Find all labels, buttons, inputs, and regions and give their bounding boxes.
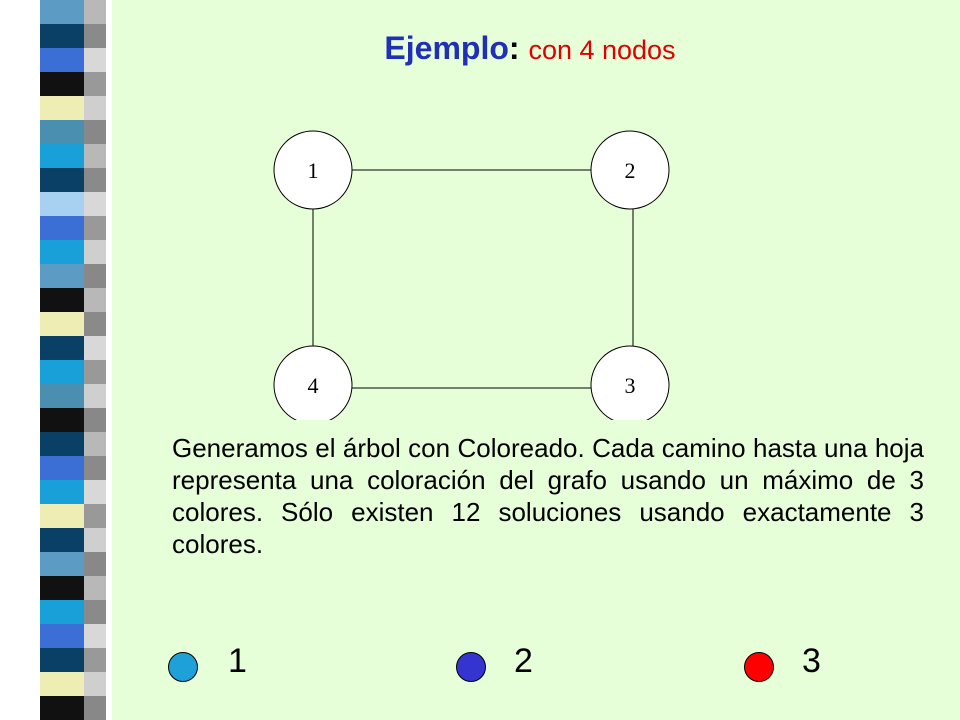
stripe-shadow-segment [84,240,106,264]
stripe-segment [40,648,84,672]
stripe-shadow-segment [84,288,106,312]
stripe-segment [40,288,84,312]
stripe-segment [40,672,84,696]
stripe-shadow-segment [84,120,106,144]
legend-swatch-3 [744,652,774,682]
legend-swatch-1 [168,652,198,682]
decorative-stripes-shadow [84,0,106,720]
graph-node-1: 1 [273,130,353,210]
stripe-shadow-segment [84,624,106,648]
stripe-segment [40,552,84,576]
stripe-shadow-segment [84,216,106,240]
stripe-segment [40,528,84,552]
stripe-shadow-segment [84,696,106,720]
title-main: Ejemplo [384,30,509,66]
stripe-segment [40,240,84,264]
stripe-segment [40,576,84,600]
stripe-shadow-segment [84,552,106,576]
stripe-shadow-segment [84,456,106,480]
legend-swatch-2 [456,652,486,682]
stripe-shadow-segment [84,264,106,288]
stripe-shadow-segment [84,360,106,384]
stripe-shadow-segment [84,408,106,432]
stripe-segment [40,120,84,144]
stripe-shadow-segment [84,480,106,504]
title-colon: : [508,30,520,66]
stripe-segment [40,144,84,168]
stripe-shadow-segment [84,48,106,72]
stripe-segment [40,456,84,480]
stripe-shadow-segment [84,384,106,408]
node-label-1: 1 [308,158,319,183]
stripe-segment [40,360,84,384]
graph-node-2: 2 [590,130,670,210]
description-paragraph: Generamos el árbol con Coloreado. Cada c… [172,433,924,559]
stripe-segment [40,192,84,216]
stripe-segment [40,600,84,624]
stripe-shadow-segment [84,600,106,624]
legend-label-1: 1 [228,642,247,680]
stripe-segment [40,0,84,24]
stripe-shadow-segment [84,432,106,456]
stripe-segment [40,168,84,192]
graph-diagram: 1 2 3 4 [260,120,680,425]
stripe-segment [40,48,84,72]
decorative-stripes [40,0,84,720]
stripe-shadow-segment [84,336,106,360]
stripe-segment [40,24,84,48]
graph-node-3: 3 [590,345,670,425]
stripe-shadow-segment [84,24,106,48]
stripe-shadow-segment [84,0,106,24]
stripe-shadow-segment [84,528,106,552]
node-label-4: 4 [308,373,319,398]
stripe-segment [40,480,84,504]
stripe-shadow-segment [84,576,106,600]
stripe-shadow-segment [84,672,106,696]
stripe-shadow-segment [84,144,106,168]
stripe-segment [40,336,84,360]
stripe-shadow-segment [84,192,106,216]
stripe-segment [40,72,84,96]
node-label-2: 2 [625,158,636,183]
stripe-shadow-segment [84,168,106,192]
stripe-segment [40,312,84,336]
graph-svg: 1 2 3 4 [273,130,670,425]
stripe-shadow-segment [84,96,106,120]
stripe-segment [40,408,84,432]
legend-label-3: 3 [802,642,821,680]
stripe-shadow-segment [84,648,106,672]
stripe-segment [40,264,84,288]
title-subtitle: con 4 nodos [528,35,676,65]
node-label-3: 3 [625,373,636,398]
stripe-segment [40,216,84,240]
stripe-segment [40,432,84,456]
slide-title: Ejemplo: con 4 nodos [0,30,960,67]
legend-label-2: 2 [514,642,533,680]
stripe-segment [40,96,84,120]
graph-edges [312,169,634,389]
stripe-segment [40,624,84,648]
graph-node-4: 4 [273,345,353,425]
decorative-stripe-panel [0,0,112,720]
stripe-segment [40,504,84,528]
stripe-shadow-segment [84,312,106,336]
stripe-shadow-segment [84,72,106,96]
stripe-segment [40,696,84,720]
stripe-shadow-segment [84,504,106,528]
stripe-segment [40,384,84,408]
